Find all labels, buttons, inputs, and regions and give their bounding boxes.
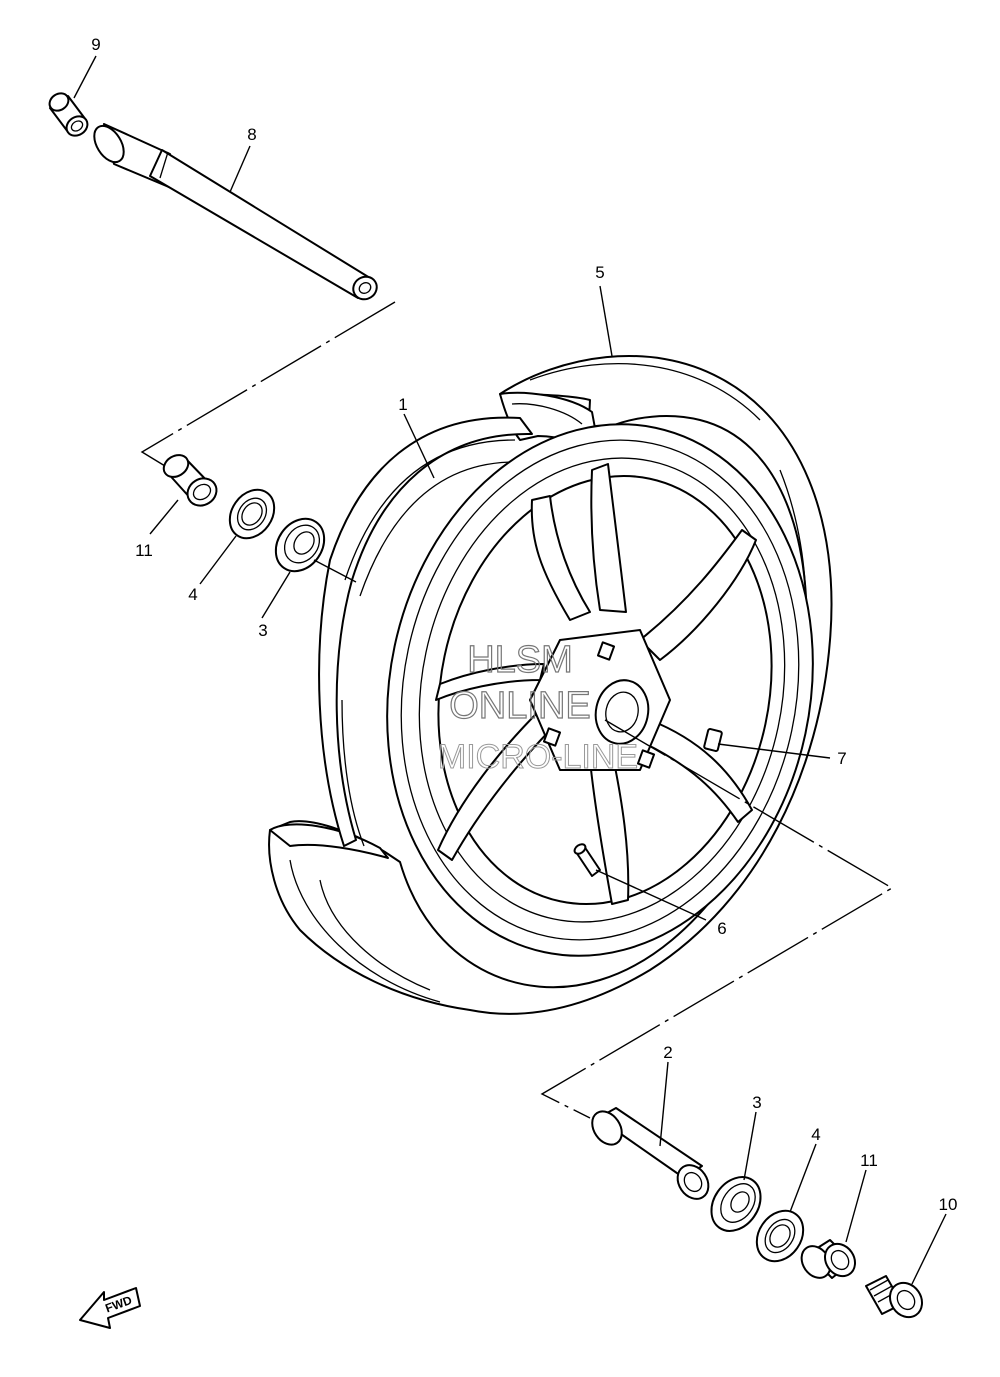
label-8: 8 — [247, 125, 256, 144]
label-3-left: 3 — [258, 621, 267, 640]
part-1-wheel[interactable] — [318, 384, 861, 996]
label-7: 7 — [837, 749, 846, 768]
part-11-collar-left[interactable] — [160, 451, 222, 511]
label-10: 10 — [939, 1195, 958, 1214]
part-2-spacer[interactable] — [586, 1106, 715, 1205]
part-4-oil-seal-right[interactable] — [747, 1202, 812, 1270]
part-10-bolt[interactable] — [865, 1275, 929, 1323]
part-3-bearing-right[interactable] — [701, 1168, 770, 1241]
label-9: 9 — [91, 35, 100, 54]
fwd-direction-badge: FWD — [79, 1287, 141, 1329]
part-7-balance-weight[interactable] — [703, 728, 723, 752]
watermark-line-1: HLSM — [467, 639, 573, 681]
label-11-left: 11 — [135, 541, 153, 560]
part-6-valve[interactable] — [573, 842, 601, 877]
label-4-right: 4 — [811, 1125, 820, 1144]
part-4-oil-seal-left[interactable] — [221, 481, 284, 547]
label-2: 2 — [663, 1043, 672, 1062]
centerline-lower — [540, 719, 894, 1119]
label-6: 6 — [717, 919, 726, 938]
label-11-right: 11 — [860, 1151, 878, 1170]
leader-lines — [73, 55, 947, 1285]
part-9-collar[interactable] — [46, 90, 91, 140]
label-3-right: 3 — [752, 1093, 761, 1112]
part-8-axle[interactable] — [88, 121, 381, 304]
label-1: 1 — [398, 395, 407, 414]
label-4-left: 4 — [188, 585, 197, 604]
centerline-upper — [140, 301, 396, 467]
label-5: 5 — [595, 263, 604, 282]
part-3-bearing-left[interactable] — [266, 509, 334, 580]
part-labels: 9 8 5 1 11 4 3 7 6 2 3 4 11 10 — [91, 35, 957, 1214]
watermark-line-2: ONLINE — [449, 685, 590, 727]
part-11-collar-right[interactable] — [796, 1238, 861, 1283]
watermark-line-3: MICRO-LINE — [438, 738, 638, 776]
watermark: HLSM ONLINE MICRO-LINE — [437, 638, 638, 776]
